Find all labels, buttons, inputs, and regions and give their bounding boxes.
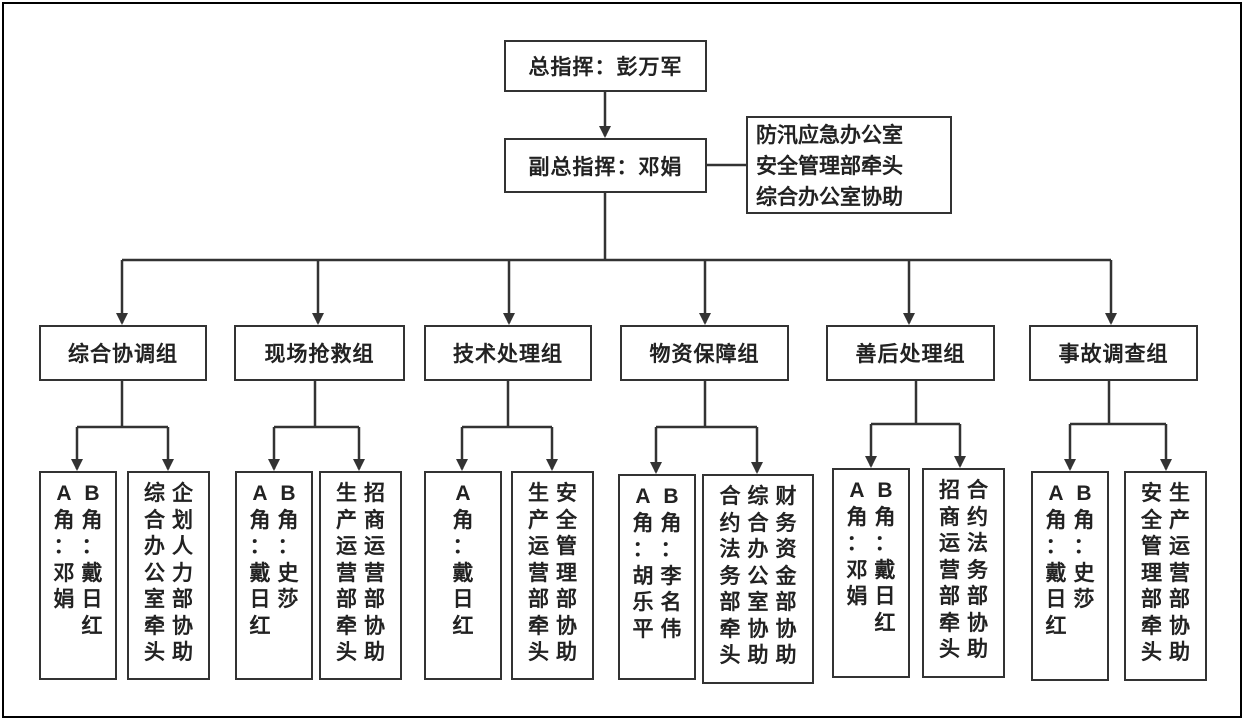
- departments-box: 生产运营部牵头 安全管理部协助: [511, 471, 594, 680]
- role-entry: B角：史莎: [1073, 482, 1095, 611]
- department-entry: 生产运营部牵头: [336, 482, 357, 664]
- note-line: 防汛应急办公室: [756, 124, 903, 147]
- roles-box: A角：邓娟 B角：戴日红: [832, 468, 910, 678]
- department-entry: 综合办公室协助: [747, 485, 769, 667]
- department-entry: 安全管理部牵头: [1141, 482, 1162, 664]
- department-entry: 财务资金部协助: [775, 485, 797, 667]
- lead-office-note: 防汛应急办公室 安全管理部牵头 综合办公室协助: [746, 116, 952, 214]
- group-box-materials-support: 物资保障组: [620, 325, 789, 381]
- department-entry: 招商运营部牵头: [939, 479, 960, 661]
- role-entry: A角：邓娟: [53, 482, 75, 611]
- department-entry: 合约法务部牵头: [719, 485, 741, 667]
- department-entry: 生产运营部牵头: [528, 482, 549, 664]
- roles-box: A角：戴日红: [424, 471, 502, 680]
- group-name: 技术处理组: [453, 343, 563, 366]
- department-entry: 招商运营部协助: [364, 482, 385, 664]
- role-entry: B角：李名伟: [660, 485, 682, 641]
- roles-box: A角：邓娟 B角：戴日红: [39, 471, 117, 680]
- group-box-accident-investigation: 事故调查组: [1029, 325, 1198, 381]
- departments-box: 生产运营部牵头 招商运营部协助: [319, 471, 402, 680]
- departments-box: 综合办公室牵头 企划人力部协助: [127, 471, 210, 680]
- department-entry: 安全管理部协助: [556, 482, 577, 664]
- department-entry: 综合办公室牵头: [144, 482, 165, 664]
- group-name: 综合协调组: [68, 343, 178, 366]
- departments-box: 招商运营部牵头 合约法务部协助: [922, 468, 1005, 678]
- department-entry: 企划人力部协助: [172, 482, 193, 664]
- deputy-commander-box: 副总指挥：邓娟: [504, 138, 707, 193]
- department-entry: 生产运营部协助: [1169, 482, 1190, 664]
- group-name: 物资保障组: [649, 343, 760, 366]
- role-entry: A角：戴日红: [1045, 482, 1067, 638]
- role-entry: B角：戴日红: [81, 482, 103, 638]
- roles-box: A角：戴日红 B角：史莎: [1031, 471, 1109, 681]
- commander-label: 总指挥：彭万军: [528, 56, 683, 79]
- note-line: 安全管理部牵头: [756, 155, 903, 178]
- note-line: 综合办公室协助: [756, 186, 903, 209]
- role-entry: B角：史莎: [277, 482, 299, 611]
- role-entry: A角：戴日红: [452, 482, 474, 638]
- group-name: 善后处理组: [855, 343, 966, 366]
- departments-box: 合约法务部牵头 综合办公室协助 财务资金部协助: [702, 474, 814, 684]
- role-entry: A角：戴日红: [249, 482, 271, 638]
- group-name: 现场抢救组: [264, 343, 375, 366]
- group-box-onsite-rescue: 现场抢救组: [234, 325, 405, 381]
- department-entry: 合约法务部协助: [967, 479, 988, 661]
- role-entry: A角：胡乐平: [632, 485, 654, 641]
- commander-box: 总指挥：彭万军: [504, 40, 707, 92]
- group-name: 事故调查组: [1058, 343, 1169, 366]
- roles-box: A角：戴日红 B角：史莎: [235, 471, 313, 680]
- departments-box: 安全管理部牵头 生产运营部协助: [1124, 471, 1207, 681]
- group-box-aftermath-handling: 善后处理组: [826, 325, 995, 381]
- role-entry: A角：邓娟: [846, 479, 868, 608]
- role-entry: B角：戴日红: [874, 479, 896, 635]
- group-box-comprehensive-coordination: 综合协调组: [39, 325, 207, 381]
- roles-box: A角：胡乐平 B角：李名伟: [618, 474, 696, 680]
- group-box-technical-handling: 技术处理组: [424, 325, 592, 381]
- deputy-commander-label: 副总指挥：邓娟: [528, 155, 683, 179]
